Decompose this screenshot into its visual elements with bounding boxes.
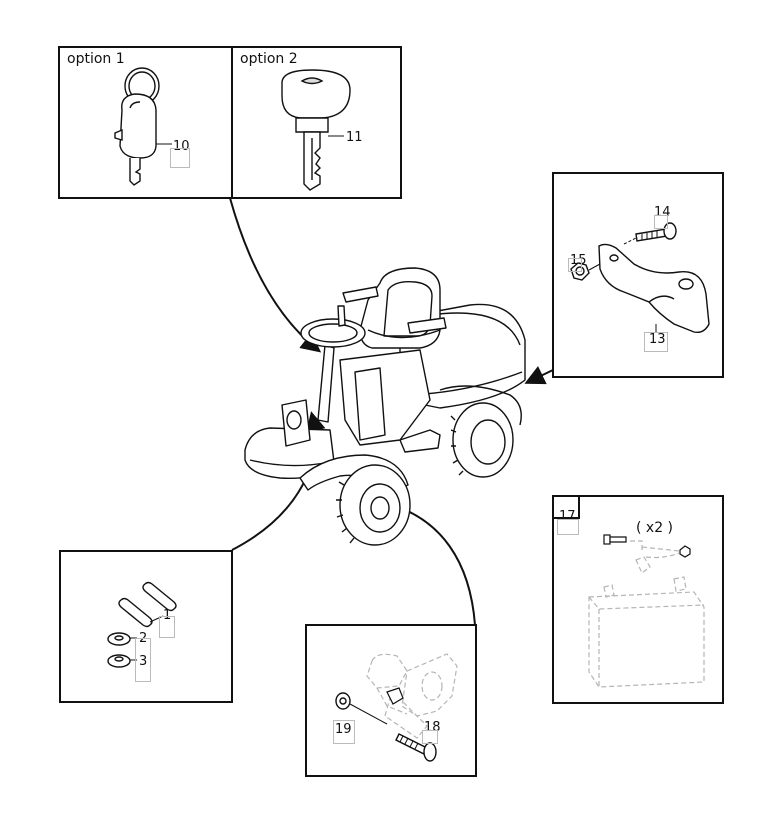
option-2-label: option 2 [240, 51, 298, 67]
bracket-icon [598, 243, 710, 334]
part-15-label: 15 [570, 253, 587, 268]
part-18-label: 18 [424, 720, 441, 735]
pins-panel: 1 2 3 [59, 550, 233, 703]
part-17-refbox [557, 519, 579, 535]
part-3-label: 3 [139, 654, 148, 669]
nut-icon [679, 545, 691, 558]
bolt-icon [395, 733, 437, 762]
quantity-label: ( x2 ) [636, 520, 674, 536]
bracket-artwork [570, 222, 710, 334]
part-18-refbox [422, 730, 438, 744]
part-17-box [554, 497, 580, 519]
part-19-label: 19 [335, 722, 352, 737]
leader-bracket [524, 366, 554, 385]
washer-icon [335, 692, 351, 710]
mower-icon [244, 267, 526, 546]
battery-artwork [588, 534, 705, 688]
part-19-refbox [333, 720, 355, 744]
part-2-3-refbox [135, 638, 151, 682]
bracket-panel: 14 15 13 [552, 172, 724, 378]
part-14-label: 14 [654, 205, 671, 220]
part-14-refbox [654, 215, 668, 229]
part-11-label: 11 [346, 130, 363, 145]
part-1-refbox [159, 616, 175, 638]
bolt-icon [603, 534, 627, 545]
part-1-label: 1 [163, 608, 172, 623]
part-13-refbox [644, 332, 668, 352]
part-10-label: 10 [173, 139, 190, 154]
part-13-label: 13 [649, 332, 666, 347]
wheel-panel: 19 18 [305, 624, 477, 777]
washer-icon [107, 632, 131, 668]
bolt-icon [635, 222, 677, 242]
part-10-refbox [170, 148, 190, 168]
ring-key-icon [114, 67, 160, 186]
panel-divider [231, 48, 233, 197]
keys-panel: option 1 option 2 10 11 [58, 46, 402, 199]
mower-icon [366, 653, 458, 739]
part-15-refbox [568, 258, 582, 272]
key-icon [281, 69, 351, 191]
pins-artwork [107, 581, 177, 668]
battery-icon [588, 540, 705, 688]
battery-panel: 17 ( x2 ) [552, 495, 724, 704]
option-1-label: option 1 [67, 51, 125, 67]
bracket-icon [386, 687, 404, 705]
wheel-artwork [335, 653, 458, 762]
pin-icon [118, 581, 177, 628]
keys-artwork [114, 67, 351, 191]
part-17-label: 17 [559, 509, 576, 524]
